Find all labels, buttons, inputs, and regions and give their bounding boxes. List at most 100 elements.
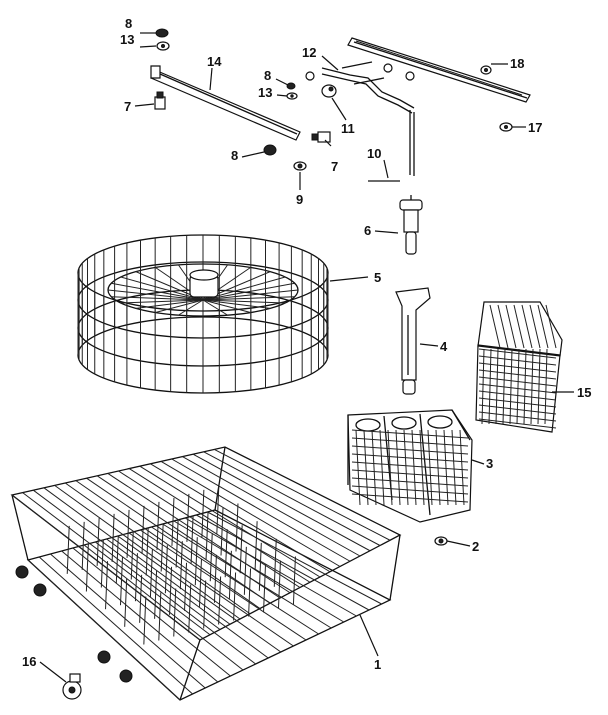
wire-segment <box>134 553 138 602</box>
wire-segment <box>443 429 449 506</box>
wire-segment <box>523 348 527 425</box>
wire-segment <box>239 525 243 574</box>
wire-segment <box>351 477 469 487</box>
wire-segment <box>156 501 160 550</box>
wire-segment <box>258 542 262 591</box>
wire-segment <box>201 489 205 538</box>
wire-segment <box>22 492 211 636</box>
wire-segment <box>150 463 331 573</box>
wire-segment <box>502 348 506 425</box>
nut-8a <box>155 28 169 38</box>
nut-8c <box>263 144 277 156</box>
wire-segment <box>478 355 557 366</box>
wire-segment <box>202 282 295 301</box>
wire-segment <box>130 531 134 580</box>
wire-segment <box>139 465 321 578</box>
clip-18 <box>480 65 492 75</box>
wire-segment <box>224 529 228 578</box>
wire-segment <box>111 513 115 562</box>
clip-17 <box>499 122 513 132</box>
upper-rack-5 <box>77 234 329 394</box>
wire-segment <box>478 376 557 387</box>
callout-5: 5 <box>374 270 381 285</box>
wire-segment <box>160 523 164 572</box>
wire-segment <box>154 570 158 619</box>
wire-segment <box>139 574 143 623</box>
wire-segment <box>194 537 198 586</box>
stud-7b <box>311 131 331 143</box>
wire-segment <box>478 348 557 359</box>
wire-segment <box>186 493 190 542</box>
callout-2: 2 <box>472 539 479 554</box>
wire-segment <box>395 429 401 506</box>
rack-track-right <box>347 37 531 103</box>
callout-13b: 13 <box>258 85 272 100</box>
wire-segment <box>521 304 533 349</box>
wire-segment <box>544 348 548 425</box>
wire-segment <box>235 503 239 552</box>
wire-segment <box>135 299 204 309</box>
wire-segment <box>459 429 465 506</box>
wire-segment <box>81 521 85 570</box>
wire-segment <box>178 299 204 316</box>
wire-segment <box>75 480 261 609</box>
wire-segment <box>419 429 425 506</box>
wire-segment <box>351 493 469 503</box>
wire-segment <box>160 460 341 567</box>
wire-segment <box>38 556 193 695</box>
wire-segment <box>141 505 145 554</box>
wire-segment <box>411 429 417 506</box>
callout-12: 12 <box>302 45 316 60</box>
wire-segment <box>158 592 162 641</box>
wire-segment <box>248 568 252 617</box>
wire-segment <box>118 470 301 588</box>
wire-segment <box>50 553 206 689</box>
wire-segment <box>537 304 549 349</box>
wire-segment <box>33 489 221 630</box>
wire-segment <box>371 429 377 506</box>
callout-8b: 8 <box>264 68 271 83</box>
wire-segment <box>72 547 231 677</box>
wire-segment <box>351 461 469 471</box>
wire-segment <box>273 538 277 587</box>
wire-segment <box>202 299 228 316</box>
callout-7b: 7 <box>331 159 338 174</box>
callout-4: 4 <box>440 339 448 354</box>
nut-8b <box>286 82 296 90</box>
callout-13a: 13 <box>120 32 134 47</box>
wire-segment <box>162 523 332 629</box>
wire-segment <box>105 561 109 610</box>
wire-segment <box>128 532 294 647</box>
wire-segment <box>11 494 201 641</box>
wire-segment <box>351 437 469 447</box>
basket-handle-4 <box>395 287 431 395</box>
wire-segment <box>213 554 217 603</box>
wire-segment <box>497 304 509 349</box>
wire-segment <box>196 514 370 611</box>
wire-segment <box>184 517 357 617</box>
wire-segment <box>214 448 391 541</box>
spray-manifold-6 <box>399 195 423 255</box>
wire-segment <box>83 544 244 671</box>
wire-segment <box>545 304 557 349</box>
wire-segment <box>495 348 499 425</box>
wire-segment <box>513 304 525 349</box>
wire-segment <box>169 566 173 615</box>
wire-segment <box>218 576 222 625</box>
wire-segment <box>363 429 369 506</box>
callout-8c: 8 <box>231 148 238 163</box>
callout-8a: 8 <box>125 16 132 31</box>
wire-segment <box>164 545 168 594</box>
wire-segment <box>254 521 258 570</box>
wire-segment <box>478 362 557 373</box>
wire-segment <box>209 533 213 582</box>
wire-segment <box>243 546 247 595</box>
wire-segment <box>184 562 188 611</box>
wire-segment <box>403 429 409 506</box>
wire-segment <box>427 429 433 506</box>
wire-segment <box>205 511 209 560</box>
wire-segment <box>155 299 204 314</box>
wire-segment <box>509 348 513 425</box>
wire-segment <box>351 469 469 479</box>
stud-7a <box>154 91 166 110</box>
